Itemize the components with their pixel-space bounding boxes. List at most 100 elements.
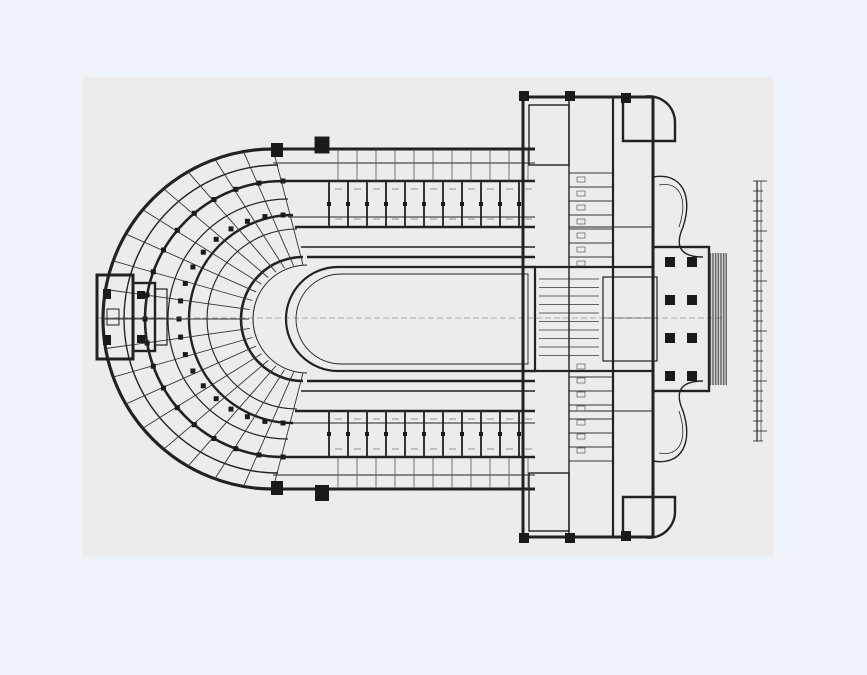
radial-partition [214, 369, 285, 479]
cell-pier [479, 432, 483, 436]
ramp-south [652, 380, 704, 463]
ring-pier [213, 236, 219, 242]
cell-pier [346, 202, 350, 206]
ring-pier [244, 218, 250, 224]
cell-pier [384, 432, 388, 436]
ring-pier [262, 214, 268, 220]
ring-pier [144, 292, 150, 298]
furniture [576, 363, 586, 370]
radial-partition [105, 289, 250, 311]
portico-steps [708, 253, 727, 385]
ring-pier [262, 418, 268, 424]
pavilion-north [621, 95, 677, 143]
ring-pier [256, 180, 262, 186]
ring-pier [150, 269, 156, 275]
furniture [576, 433, 586, 440]
ring-piers [142, 178, 286, 460]
cell-pier [327, 432, 331, 436]
furniture [576, 377, 586, 384]
ring-pier [280, 212, 286, 218]
ring-pier [161, 247, 166, 253]
ring-pier [191, 422, 197, 428]
west-entrance [95, 273, 168, 361]
ring-pier [233, 186, 239, 192]
cell-pier [365, 202, 369, 206]
cell-pier [346, 432, 350, 436]
radial-partition [243, 372, 295, 487]
ring-pier [178, 298, 184, 304]
cell-pier [479, 202, 483, 206]
cell-pier [422, 202, 426, 206]
ring-pier [182, 352, 188, 358]
furniture [576, 190, 586, 197]
radial-partition [272, 148, 304, 266]
ring-pier [161, 385, 166, 391]
radial-partition [105, 327, 250, 349]
central-hall-outline [284, 265, 537, 373]
cell-pier [517, 202, 521, 206]
radial-partition [125, 233, 257, 293]
radial-partition [187, 171, 277, 273]
curved-inner-wall [239, 255, 304, 383]
cell-pier [441, 432, 445, 436]
ring-pier [178, 334, 184, 340]
furniture [576, 405, 586, 412]
furniture [576, 391, 586, 398]
ring-pier [256, 452, 262, 458]
ring-pier [200, 249, 206, 255]
east-block [519, 91, 727, 543]
cell-pier [498, 432, 502, 436]
ring-pier [213, 396, 219, 402]
furniture [576, 232, 586, 239]
cell-pier [441, 202, 445, 206]
radial-partition [142, 353, 262, 429]
ring-pier [228, 226, 234, 232]
cell-pier [384, 202, 388, 206]
furniture [576, 204, 586, 211]
ring-pier [190, 264, 196, 270]
furniture [576, 246, 586, 253]
radial-partition [142, 209, 262, 285]
cell-pier [403, 202, 407, 206]
furniture [576, 447, 586, 454]
ring-pier [174, 227, 180, 233]
cell-pier [460, 432, 464, 436]
cell-pier [517, 432, 521, 436]
ring-pier [200, 383, 206, 389]
radial-partitions [103, 148, 304, 490]
ring-pier [190, 368, 196, 374]
radial-partition [163, 360, 269, 450]
grand-staircase [539, 277, 599, 361]
radial-partition [163, 188, 269, 278]
radial-partition [125, 345, 257, 405]
ring-pier [176, 316, 182, 322]
curved-wing [101, 147, 308, 491]
ring-pier [142, 316, 148, 322]
ring-pier [211, 197, 217, 202]
radial-partition [214, 159, 285, 269]
ramp-south-inner [658, 410, 684, 454]
furniture [576, 176, 586, 183]
east-rooms [569, 172, 613, 462]
pavilion-south [621, 495, 677, 539]
cell-pier [365, 432, 369, 436]
furniture [576, 260, 586, 267]
upper-wing [271, 136, 535, 259]
curved-inner-wall-2 [252, 264, 308, 374]
radial-partition [113, 337, 253, 378]
cell-pier [498, 202, 502, 206]
ring-pier [174, 405, 180, 411]
radial-partition [272, 372, 304, 490]
ring-pier [228, 406, 234, 412]
ramp-north-inner [658, 184, 684, 228]
cell-pier [327, 202, 331, 206]
floor-plan-drawing [95, 91, 767, 543]
ring-pier [144, 340, 150, 346]
ramp-north [652, 175, 704, 258]
lower-wing [271, 379, 535, 501]
ring-pier [191, 210, 197, 216]
scale-bar [753, 180, 767, 442]
cell-pier [460, 202, 464, 206]
wing-cells [327, 149, 532, 489]
ring-pier [211, 436, 217, 441]
